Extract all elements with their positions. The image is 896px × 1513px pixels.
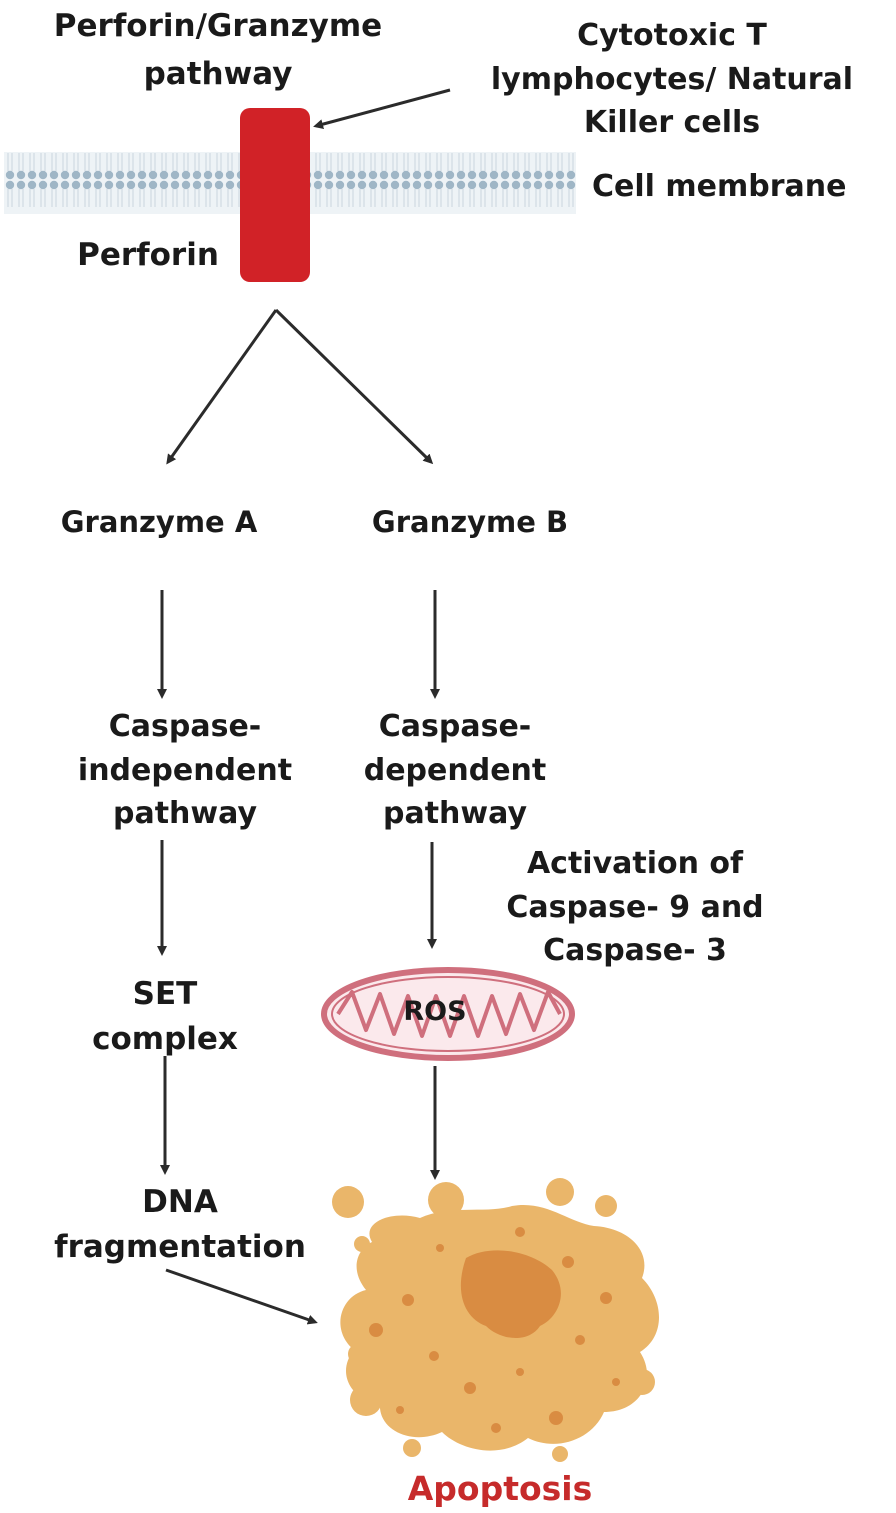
caspase-activation-label: Activation of Caspase- 9 and Caspase- 3 <box>506 846 764 968</box>
granzyme-a-label: Granzyme A <box>60 505 258 539</box>
granzyme-b-label: Granzyme B <box>371 505 569 539</box>
apoptotic-cell-icon <box>332 1178 659 1462</box>
apoptosis-label: Apoptosis <box>407 1469 593 1508</box>
cell-membrane-label: Cell membrane <box>592 169 847 204</box>
arrow-to-granzyme-b <box>274 308 434 465</box>
set-complex-label: SET complex <box>92 976 238 1057</box>
arrow-to-granzyme-a <box>166 309 278 465</box>
perforin-pore <box>240 108 310 282</box>
effector-cells-label: Cytotoxic T lymphocytes/ Natural Killer … <box>490 18 854 140</box>
effector-arrow <box>313 88 451 130</box>
perforin-label: Perforin <box>77 237 219 273</box>
caspase-independent-label: Caspase- independent pathway <box>77 709 293 831</box>
mitochondrion-icon <box>321 967 575 1061</box>
caspase-dependent-label: Caspase- dependent pathway <box>363 709 547 831</box>
arrow-dna-to-apoptosis <box>165 1268 318 1325</box>
dna-fragmentation-label: DNA fragmentation <box>54 1184 306 1265</box>
diagram-title: Perforin/Granzyme pathway <box>53 8 383 93</box>
ros-label: ROS <box>403 996 467 1027</box>
